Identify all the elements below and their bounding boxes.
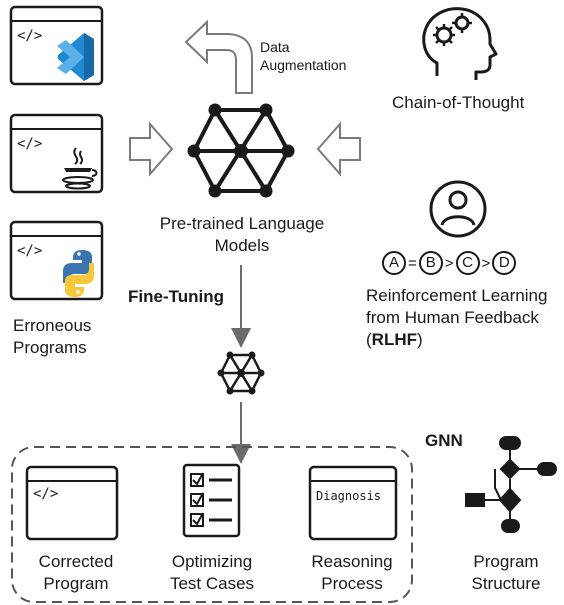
rank-gt-2: > bbox=[481, 254, 491, 272]
rank-c: C bbox=[455, 251, 480, 275]
vscode-icon bbox=[57, 33, 94, 81]
rank-d: D bbox=[492, 251, 517, 275]
window-tag: </> bbox=[17, 136, 42, 152]
reasoning-process-caption: Reasoning Process bbox=[311, 552, 393, 593]
user-avatar-icon bbox=[429, 180, 487, 238]
window-tag: </> bbox=[33, 486, 58, 502]
window-tag: </> bbox=[17, 243, 42, 259]
window-tag: </> bbox=[17, 28, 42, 44]
gnn-label: GNN bbox=[425, 431, 463, 450]
java-icon bbox=[62, 147, 98, 190]
data-augmentation-label: Data Augmentation bbox=[260, 39, 347, 73]
erroneous-programs-caption: Erroneous Programs bbox=[13, 316, 92, 357]
outputs-container bbox=[11, 446, 413, 603]
input-arrow-icon bbox=[129, 121, 174, 177]
data-augmentation-arrow-icon bbox=[184, 19, 253, 94]
python-icon bbox=[63, 250, 94, 297]
rank-b: B bbox=[418, 251, 443, 275]
code-window-java: </> bbox=[9, 113, 104, 194]
chain-of-thought-label: Chain-of-Thought bbox=[392, 93, 525, 112]
diagnosis-label: Diagnosis bbox=[316, 489, 381, 503]
fine-tuned-model-network-icon bbox=[217, 351, 265, 395]
rank-a: A bbox=[382, 251, 406, 275]
pretrained-lm-caption: Pre-trained Language Models bbox=[159, 214, 325, 255]
diagnosis-window: Diagnosis bbox=[308, 465, 398, 541]
code-window-python: </> bbox=[9, 220, 104, 301]
preference-ranking: A = B > C > D bbox=[382, 251, 517, 275]
program-structure-caption: Program Structure bbox=[471, 552, 541, 593]
fine-tuning-label: Fine-Tuning bbox=[128, 287, 224, 306]
rank-eq: = bbox=[408, 254, 417, 272]
corrected-program-window: </> bbox=[25, 465, 119, 541]
test-cases-caption: Optimizing Test Cases bbox=[169, 552, 255, 593]
checklist-icon bbox=[182, 463, 241, 538]
language-model-network-icon bbox=[187, 103, 295, 198]
head-gears-icon bbox=[422, 7, 498, 80]
program-structure-graph-icon bbox=[465, 436, 557, 533]
rlhf-caption: Reinforcement Learning from Human Feedba… bbox=[366, 286, 548, 349]
corrected-program-caption: Corrected Program bbox=[38, 552, 114, 593]
rank-gt-1: > bbox=[444, 254, 454, 272]
cot-arrow-icon bbox=[316, 121, 361, 177]
code-window-vscode: </> bbox=[9, 5, 104, 86]
